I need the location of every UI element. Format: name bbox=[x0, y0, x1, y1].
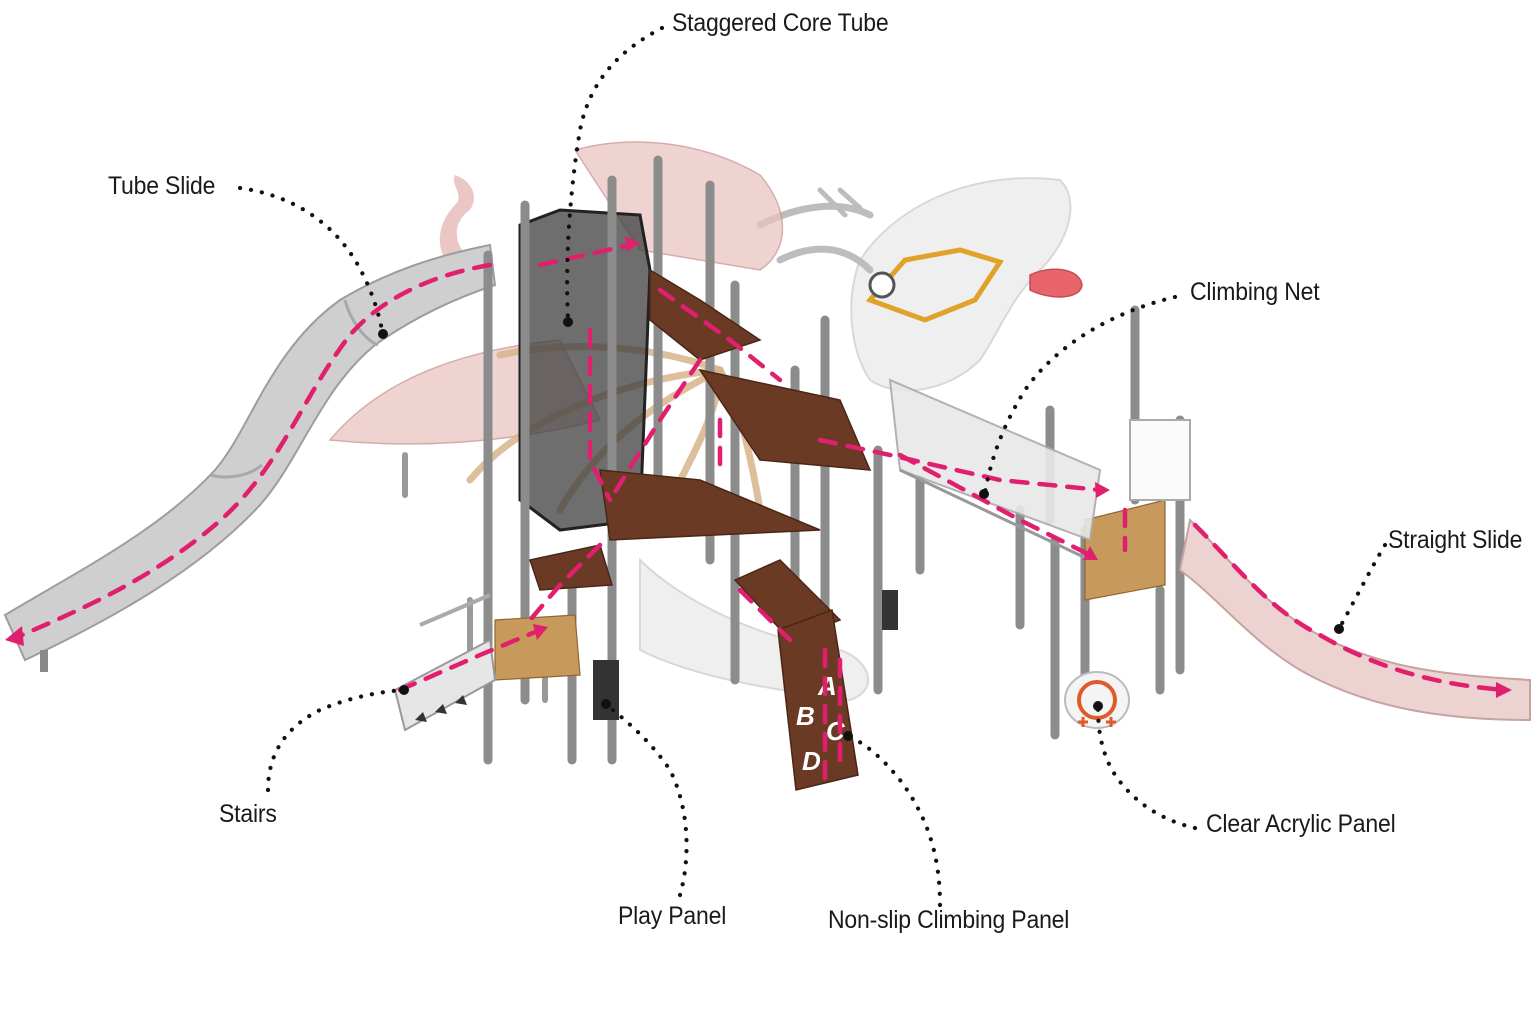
decks bbox=[529, 268, 872, 791]
dragon-eye-frame bbox=[865, 247, 1004, 323]
play-route-arrows bbox=[5, 236, 1512, 788]
label-clear-acrylic-panel: Clear Acrylic Panel bbox=[1206, 810, 1396, 838]
play-panel-board bbox=[593, 660, 619, 720]
label-stairs: Stairs bbox=[219, 800, 277, 828]
label-climbing-net: Climbing Net bbox=[1190, 278, 1320, 306]
label-staggered-core-tube: Staggered Core Tube bbox=[672, 9, 889, 37]
net-bridge bbox=[888, 378, 1102, 562]
label-non-slip-climbing-panel: Non-slip Climbing Panel bbox=[828, 906, 1070, 934]
label-straight-slide: Straight Slide bbox=[1388, 526, 1523, 554]
callout-leader-lines bbox=[237, 25, 1388, 908]
climbing-letter-d: D bbox=[802, 746, 821, 776]
climbing-panel-letters: A B C D bbox=[796, 671, 846, 776]
climbing-letter-c: C bbox=[826, 716, 846, 746]
clear-acrylic-panel-graphic bbox=[1064, 671, 1130, 729]
label-tube-slide: Tube Slide bbox=[108, 172, 216, 200]
dragon-eye bbox=[868, 271, 896, 299]
dragon-tongue bbox=[1029, 268, 1083, 298]
tube-slide-graphic bbox=[3, 243, 497, 672]
stairs-graphic bbox=[393, 593, 497, 732]
label-play-panel: Play Panel bbox=[618, 902, 727, 930]
climbing-letter-b: B bbox=[796, 701, 815, 731]
